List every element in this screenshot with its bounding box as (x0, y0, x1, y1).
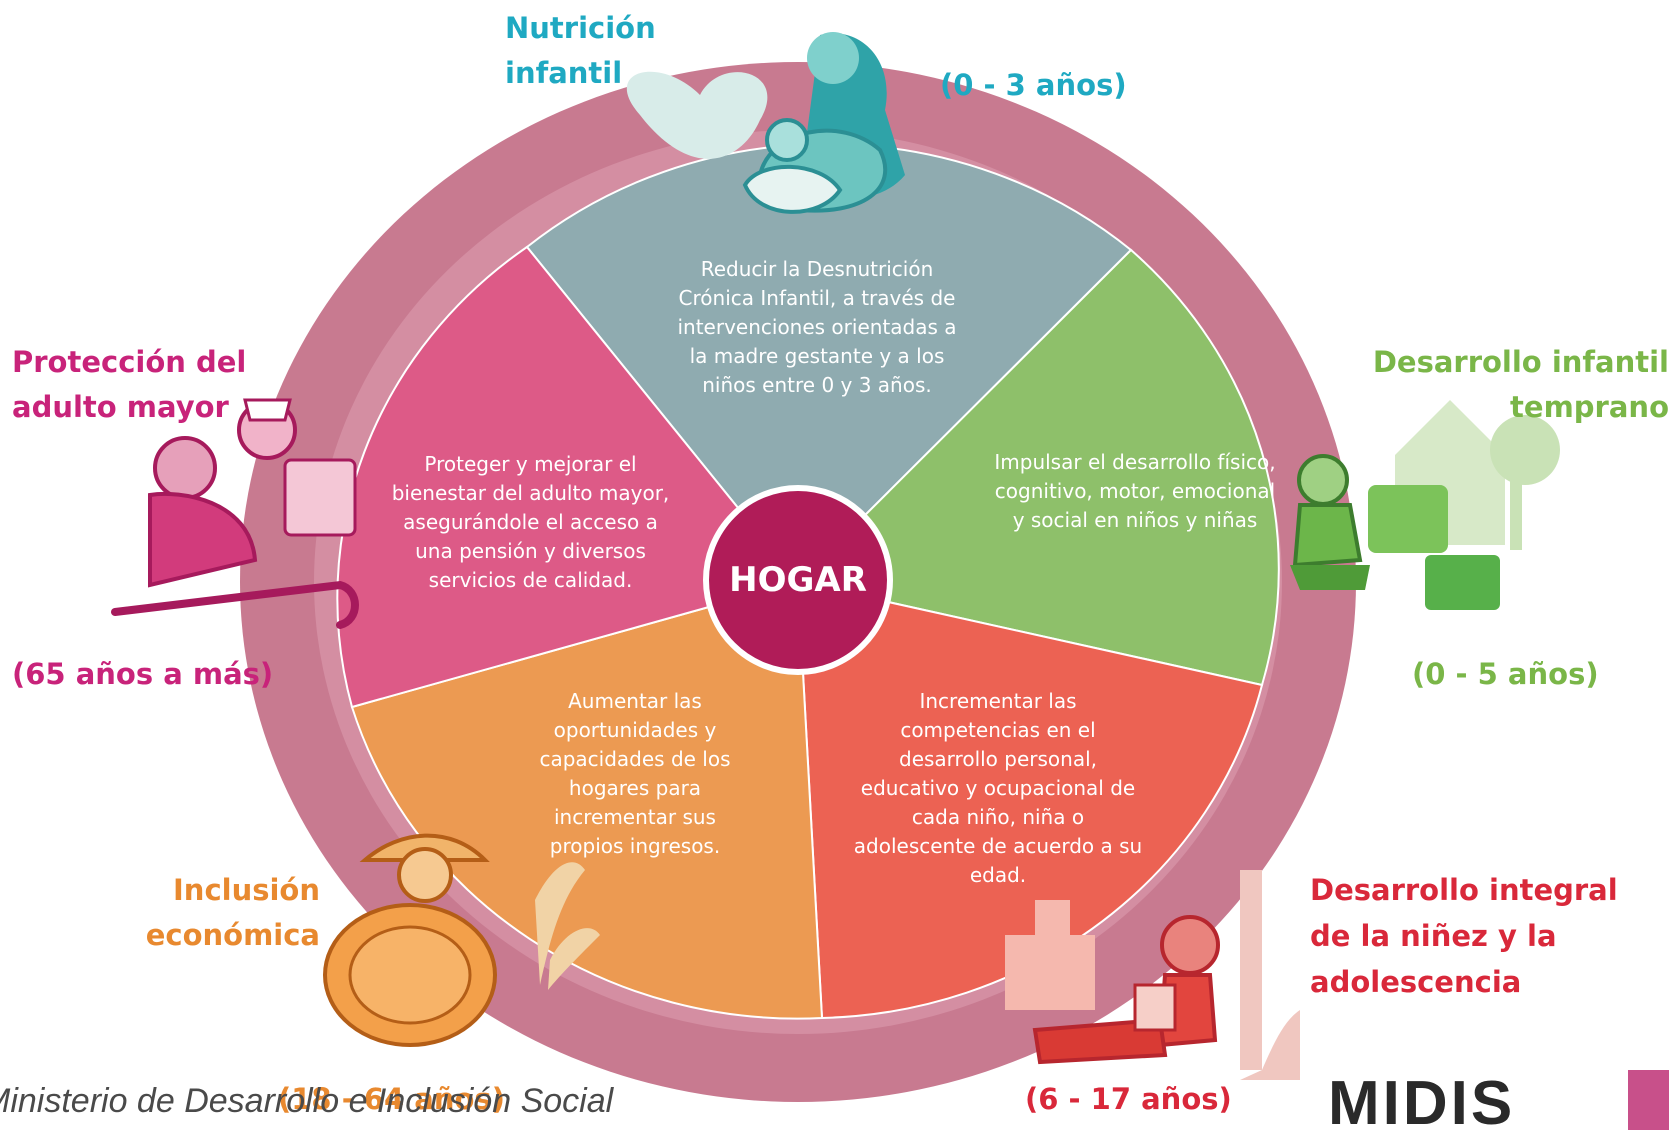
segment-desarrollo-integral (796, 580, 1264, 1020)
footer-ministry: Ministerio de Desarrollo e Inclusión Soc… (0, 1082, 614, 1120)
segment-text-desarrollo-integral: Incrementar las competencias en el desar… (853, 689, 1143, 887)
age-adulto-mayor: (65 años a más) (12, 657, 274, 691)
segment-inclusion (350, 580, 824, 1020)
midis-logo-mark (1628, 1070, 1669, 1130)
label-adulto-mayor-line1: Protección del (12, 345, 247, 379)
segment-text-inclusion: Aumentar las oportunidades y capacidades… (539, 689, 731, 858)
age-desarrollo-integral: (6 - 17 años) (1025, 1082, 1232, 1116)
segment-text-desarrollo-temprano: Impulsar el desarrollo físico, cognitivo… (994, 450, 1276, 532)
label-desarrollo-integral-line3: adolescencia (1310, 964, 1522, 999)
label-adulto-mayor-line2: adulto mayor (12, 389, 229, 424)
label-desarrollo-temprano: Desarrollo infantil temprano (1373, 340, 1669, 430)
girl-reading-illustration (1005, 870, 1300, 1080)
mother-baby-illustration (626, 32, 905, 214)
label-inclusion: Inclusión económica (140, 868, 320, 958)
segment-text-adulto-mayor: Proteger y mejorar el bienestar del adul… (391, 452, 670, 592)
label-nutricion: Nutrición infantil (505, 6, 656, 96)
label-nutricion-line2: infantil (505, 55, 623, 90)
label-nutricion-line1: Nutrición (505, 11, 656, 45)
farmer-basket-illustration (323, 833, 600, 1047)
midis-logo: MIDIS (1328, 1069, 1516, 1138)
age-desarrollo-temprano: (0 - 5 años) (1412, 657, 1599, 691)
nurse-elder-illustration (111, 398, 359, 629)
label-desarrollo-temprano-line1: Desarrollo infantil (1372, 345, 1669, 379)
label-inclusion-line2: económica (145, 917, 320, 952)
child-block-illustration (1290, 400, 1560, 610)
center-hogar: HOGAR (703, 485, 893, 675)
label-desarrollo-integral-line2: de la niñez y la (1310, 918, 1557, 953)
label-desarrollo-temprano-line2: temprano (1510, 389, 1669, 424)
age-inclusion: (18 - 64 años) (278, 1082, 505, 1116)
segment-adulto-mayor (336, 245, 800, 709)
segment-desarrollo-temprano (796, 248, 1280, 687)
diagram-canvas (111, 32, 1560, 1102)
label-desarrollo-integral: Desarrollo integral de la niñez y la ado… (1310, 868, 1618, 1005)
label-adulto-mayor: Protección del adulto mayor (12, 340, 246, 430)
label-desarrollo-integral-line1: Desarrollo integral (1310, 873, 1618, 907)
age-nutricion: (0 - 3 años) (940, 68, 1127, 102)
segment-text-nutricion: Reducir la Desnutrición Crónica Infantil… (677, 257, 957, 397)
label-inclusion-line1: Inclusión (173, 873, 320, 907)
